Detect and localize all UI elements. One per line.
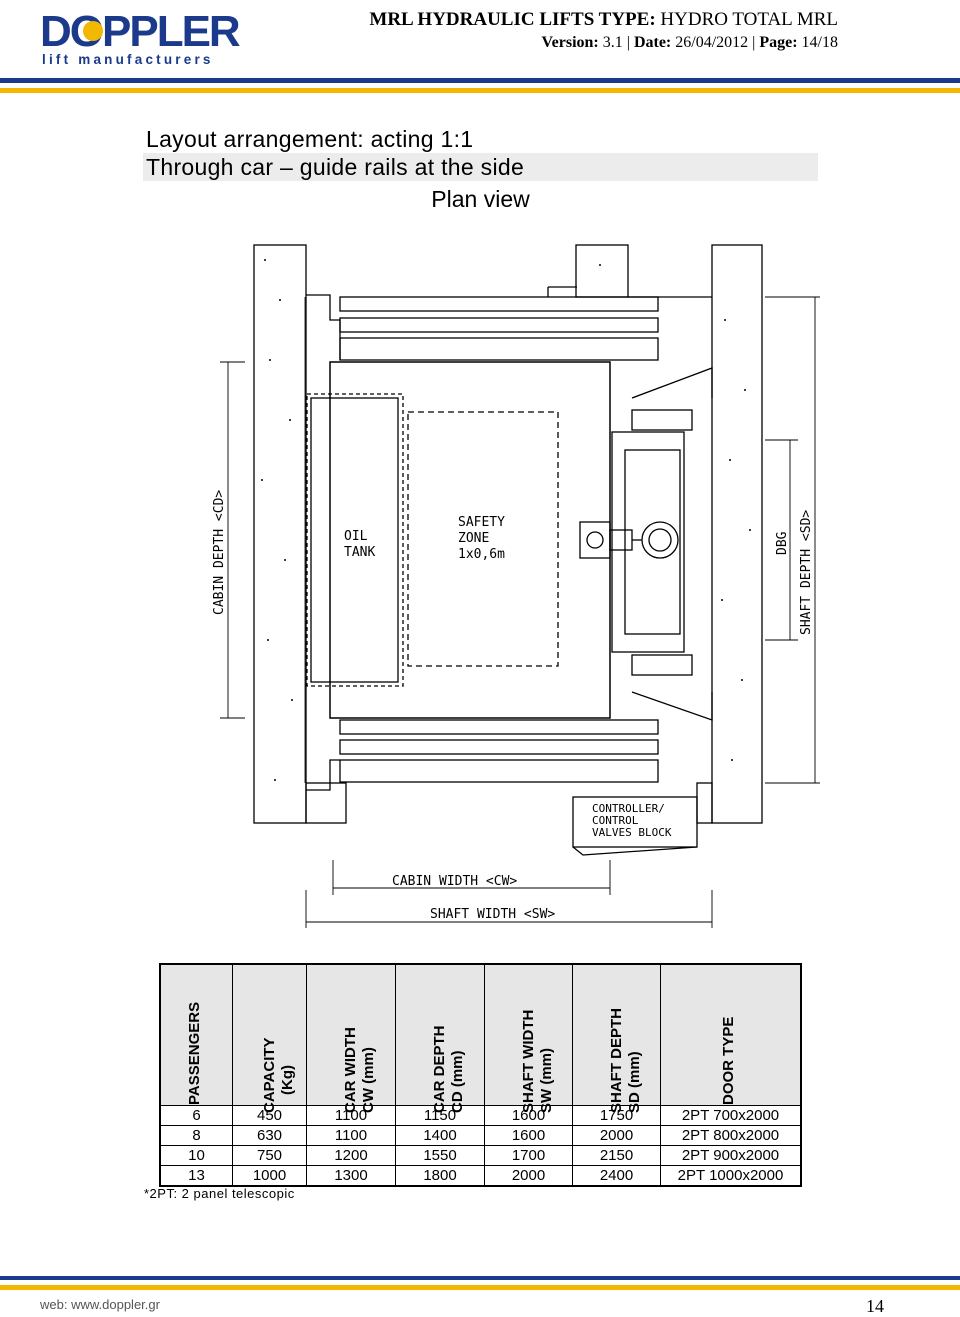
doppler-logo: DOPPLER lift manufacturers xyxy=(40,8,242,67)
cabin-width-label: CABIN WIDTH <CW> xyxy=(392,874,517,889)
layout-title: Layout arrangement: acting 1:1 xyxy=(146,126,474,152)
page-label: Page: xyxy=(759,34,798,51)
header-rule-blue xyxy=(0,78,960,83)
header-door-type: DOOR TYPE xyxy=(660,963,802,1106)
cell-passengers: 8 xyxy=(159,1125,233,1146)
footer-rule-yellow xyxy=(0,1285,960,1290)
header-shaft-depth-unit: SD (mm) xyxy=(625,1051,643,1113)
cell-shaft-depth: 2400 xyxy=(572,1165,661,1187)
safety-zone xyxy=(407,411,559,667)
cell-car-depth: 1800 xyxy=(395,1165,485,1187)
cell-passengers: 10 xyxy=(159,1145,233,1166)
cell-door-type: 2PT 1000x2000 xyxy=(660,1165,802,1187)
date-label: Date: xyxy=(633,34,672,51)
footer-page-number: 14 xyxy=(866,1296,884,1316)
footer-rule-blue xyxy=(0,1276,960,1280)
cell-shaft-width: 1700 xyxy=(484,1145,573,1166)
page-value: 14/18 xyxy=(797,34,838,51)
cell-car-width: 1100 xyxy=(306,1105,396,1126)
safety-zone-label-3: 1x0,6m xyxy=(458,547,505,562)
table-row: 10 750 1200 1550 1700 2150 2PT 900x2000 xyxy=(159,1145,802,1166)
table-row: 8 630 1100 1400 1600 2000 2PT 800x2000 xyxy=(159,1125,802,1146)
logo-tagline: lift manufacturers xyxy=(42,52,214,67)
right-wall-top xyxy=(575,244,629,298)
dbg-label: DBG xyxy=(775,531,790,555)
cabin-depth-label: CABIN DEPTH <CD> xyxy=(212,490,227,615)
header-title-bold: MRL HYDRAULIC LIFTS TYPE: xyxy=(369,9,656,30)
cell-shaft-depth: 2000 xyxy=(572,1125,661,1146)
bottom-left-wall xyxy=(305,782,347,824)
view-title: Plan view xyxy=(431,186,530,212)
footnote: *2PT: 2 panel telescopic xyxy=(144,1186,295,1201)
cell-shaft-width: 1600 xyxy=(484,1125,573,1146)
title-block: Layout arrangement: acting 1:1 Through c… xyxy=(143,125,818,213)
header-door-type-text: DOOR TYPE xyxy=(719,1016,737,1105)
cell-car-width: 1100 xyxy=(306,1125,396,1146)
plan-view-drawing: OIL TANK SAFETY ZONE 1x0,6m CONTROLLER/ … xyxy=(212,244,820,928)
oil-tank-label-1: OIL xyxy=(344,529,368,544)
controller-label-1: CONTROLLER/ xyxy=(592,802,665,815)
controller-label-2: CONTROL xyxy=(592,814,639,827)
cell-capacity: 630 xyxy=(232,1125,307,1146)
cell-car-width: 1200 xyxy=(306,1145,396,1166)
date-value: 26/04/2012 xyxy=(671,34,753,51)
cell-door-type: 2PT 800x2000 xyxy=(660,1125,802,1146)
oil-tank-label-2: TANK xyxy=(344,545,375,560)
header-car-width-unit: CW (mm) xyxy=(360,1047,377,1113)
cell-capacity: 450 xyxy=(232,1105,307,1126)
cell-car-depth: 1400 xyxy=(395,1125,485,1146)
cell-capacity: 1000 xyxy=(232,1165,307,1187)
cell-car-width: 1300 xyxy=(306,1165,396,1187)
header-shaft-width-unit: SW (mm) xyxy=(537,1048,555,1113)
header-car-depth-unit: CD (mm) xyxy=(449,1050,466,1114)
layout-subtitle: Through car – guide rails at the side xyxy=(143,153,818,181)
cell-capacity: 750 xyxy=(232,1145,307,1166)
oil-tank xyxy=(310,397,399,683)
cell-passengers: 13 xyxy=(159,1165,233,1187)
controller-label-3: VALVES BLOCK xyxy=(592,826,672,839)
cell-car-depth: 1550 xyxy=(395,1145,485,1166)
header-passengers: PASSENGERS xyxy=(159,963,233,1106)
left-wall xyxy=(253,244,307,824)
header-passengers-text: PASSENGERS xyxy=(185,1001,203,1105)
cell-shaft-width: 2000 xyxy=(484,1165,573,1187)
header-capacity: CAPACITY(Kg) xyxy=(232,963,307,1113)
header-shaft-depth-text: SHAFT DEPTH xyxy=(607,1008,625,1113)
shaft-depth-label: SHAFT DEPTH <SD> xyxy=(799,510,814,635)
cell-door-type: 2PT 700x2000 xyxy=(660,1105,802,1126)
header-shaft-width-text: SHAFT WIDTH xyxy=(519,1009,537,1113)
logo-dot-icon xyxy=(83,21,103,41)
cell-passengers: 6 xyxy=(159,1105,233,1126)
header-capacity-unit: (Kg) xyxy=(278,1065,296,1095)
shaft-width-label: SHAFT WIDTH <SW> xyxy=(430,907,555,922)
cell-shaft-depth: 1750 xyxy=(572,1105,661,1126)
header-car-depth-text: CAR DEPTH xyxy=(431,1025,448,1113)
document-header: MRL HYDRAULIC LIFTS TYPE: HYDRO TOTAL MR… xyxy=(369,9,838,52)
version-value: 3.1 xyxy=(598,34,627,51)
header-title-rest: HYDRO TOTAL MRL xyxy=(655,9,838,30)
cell-shaft-width: 1600 xyxy=(484,1105,573,1126)
cell-shaft-depth: 2150 xyxy=(572,1145,661,1166)
header-capacity-text: CAPACITY xyxy=(260,1037,278,1113)
logo-brand: DOPPLER xyxy=(40,8,240,56)
controller-block xyxy=(572,796,698,848)
safety-zone-label-2: ZONE xyxy=(458,531,489,546)
table-row: 6 450 1100 1150 1600 1750 2PT 700x2000 xyxy=(159,1105,802,1126)
table-row: 13 1000 1300 1800 2000 2400 2PT 1000x200… xyxy=(159,1165,802,1187)
cell-door-type: 2PT 900x2000 xyxy=(660,1145,802,1166)
right-wall xyxy=(711,244,763,824)
footer-website: web: www.doppler.gr xyxy=(40,1297,160,1312)
header-car-width-text: CAR WIDTH xyxy=(342,1027,359,1113)
safety-zone-label-1: SAFETY xyxy=(458,515,505,530)
version-label: Version: xyxy=(541,34,599,51)
header-rule-yellow xyxy=(0,88,960,93)
